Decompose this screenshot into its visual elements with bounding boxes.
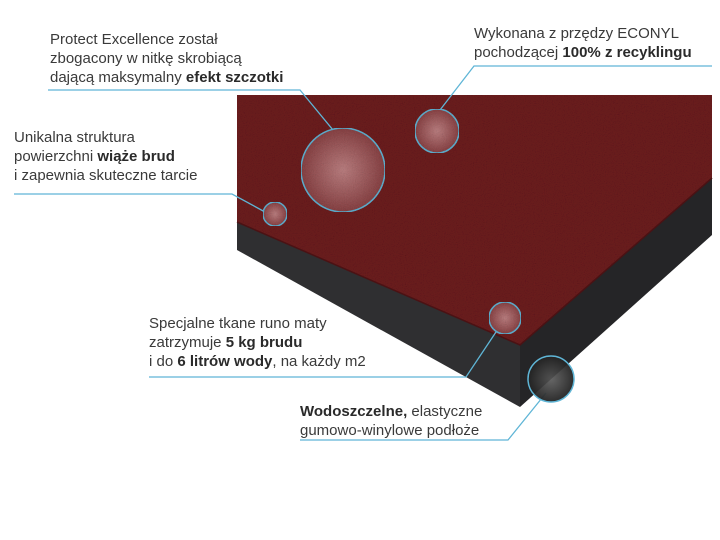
callout-text: gumowo-winylowe podłoże bbox=[300, 422, 480, 439]
callout-text: i zapewnia skuteczne tarcie bbox=[14, 167, 198, 184]
callout-highlight: wiąże brud bbox=[97, 148, 175, 165]
callout-text: Specjalne tkane runo maty bbox=[149, 315, 327, 332]
callout-text: elastyczne bbox=[407, 403, 483, 420]
leader-struktura bbox=[14, 193, 266, 213]
lens-brush-effect bbox=[300, 127, 386, 213]
callout-pile: Specjalne tkane runo maty zatrzymuje 5 k… bbox=[149, 314, 366, 371]
callout-text: i do bbox=[149, 353, 178, 370]
leader-protect bbox=[48, 89, 334, 131]
mat-top-surface bbox=[237, 95, 712, 345]
callout-text: zatrzymuje bbox=[149, 334, 226, 351]
lens-rubber-base bbox=[527, 355, 575, 403]
callout-text: zbogacony w nitkę skrobiącą bbox=[50, 50, 242, 67]
callout-brush-effect: Protect Excellence został zbogacony w ni… bbox=[50, 30, 283, 87]
callout-text: dającą maksymalny bbox=[50, 69, 186, 86]
callout-econyl: Wykonana z przędzy ECONYL pochodzącej 10… bbox=[474, 24, 692, 62]
mat-base-front bbox=[520, 178, 712, 407]
callout-text: Unikalna struktura bbox=[14, 129, 135, 146]
lens-structure bbox=[262, 201, 288, 227]
callout-highlight: 6 litrów wody bbox=[177, 353, 273, 370]
callout-text: Wykonana z przędzy ECONYL bbox=[474, 25, 679, 42]
callout-text: pochodzącej bbox=[474, 44, 563, 61]
callout-text: , na każdy m2 bbox=[272, 353, 366, 370]
leader-econyl bbox=[439, 65, 712, 111]
callout-waterproof: Wodoszczelne, elastyczne gumowo-winylowe… bbox=[300, 402, 482, 440]
lens-pile bbox=[488, 301, 522, 335]
leader-wodo bbox=[300, 392, 547, 441]
leader-runo bbox=[149, 331, 497, 378]
callout-highlight: Wodoszczelne, bbox=[300, 403, 408, 420]
callout-structure: Unikalna struktura powierzchni wiąże bru… bbox=[14, 128, 197, 185]
mat-edge-line bbox=[236, 177, 713, 346]
lens-econyl bbox=[414, 108, 460, 154]
callout-text: powierzchni bbox=[14, 148, 98, 165]
callout-highlight: efekt szczotki bbox=[185, 69, 284, 86]
callout-highlight: 100% z recyklingu bbox=[562, 44, 692, 61]
callout-text: Protect Excellence został bbox=[50, 31, 218, 48]
callout-highlight: 5 kg brudu bbox=[225, 334, 303, 351]
